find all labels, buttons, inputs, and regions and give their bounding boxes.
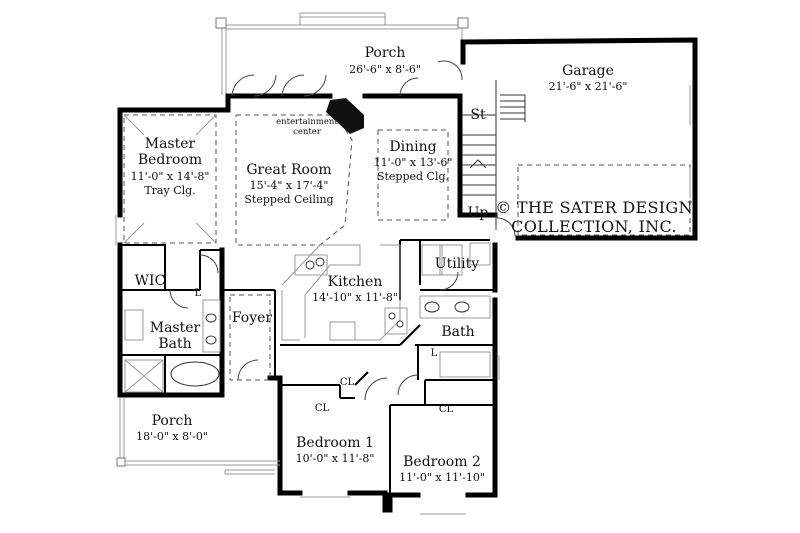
master-bath-label-2: Bath: [158, 336, 191, 352]
porch-top-dim: 26'-6" x 8'-6": [349, 63, 421, 76]
kitchen-dim: 14'-10" x 11'-8": [312, 291, 398, 304]
brand-line-2: COLLECTION, INC.: [511, 217, 677, 236]
bath-label: Bath: [441, 324, 474, 340]
master-bedroom-label-1: Master: [145, 136, 196, 152]
garage-label: Garage: [562, 63, 614, 79]
utility-label: Utility: [435, 256, 479, 272]
garage-dim: 21'-6" x 21'-6": [549, 80, 628, 93]
kitchen-label: Kitchen: [328, 274, 383, 290]
doors: [169, 60, 516, 401]
main-walls: [117, 93, 498, 513]
master-bedroom-label-2: Bedroom: [138, 152, 202, 168]
master-bedroom-dim: 11'-0" x 14'-8": [131, 170, 210, 183]
bath-linen: L: [431, 348, 438, 359]
top-porch-outline: [215, 12, 469, 95]
dining-label: Dining: [389, 139, 436, 155]
dining-note: Stepped Clg.: [377, 170, 449, 183]
great-room-label: Great Room: [246, 162, 331, 178]
great-room-note: Stepped Ceiling: [244, 193, 333, 206]
closet-label-bedroom1: CL: [315, 403, 330, 414]
bedroom1-label: Bedroom 1: [296, 435, 374, 451]
brand-line-1: © THE SATER DESIGN: [495, 198, 693, 217]
kitchen-counters: [281, 244, 408, 341]
entertainment-center: [326, 98, 364, 134]
bedroom2-label: Bedroom 2: [403, 454, 481, 470]
dining-dim: 11'-0" x 13'-6": [374, 156, 453, 169]
master-bedroom-note: Tray Clg.: [144, 184, 195, 197]
bedroom1-dim: 10'-0" x 11'-8": [296, 452, 375, 465]
porch-bottom-label: Porch: [152, 413, 193, 429]
porch-top-label: Porch: [365, 45, 406, 61]
foyer-label: Foyer: [232, 310, 273, 326]
stair-up-label: Up: [468, 205, 489, 221]
stairs: [462, 80, 497, 230]
great-room-dim: 15'-4" x 17'-4": [250, 179, 329, 192]
garage-walls: [460, 37, 698, 241]
stair-st-label: St: [470, 107, 486, 123]
closet-label-bedroom2: CL: [439, 404, 454, 415]
wic-label: WIC: [135, 273, 166, 289]
windows: [115, 215, 500, 515]
entertainment-label-2: center: [293, 127, 322, 137]
bedroom2-dim: 11'-0" x 11'-10": [399, 471, 485, 484]
porch-bottom-dim: 18'-0" x 8'-0": [136, 430, 208, 443]
closet-label-hall: CL: [340, 377, 355, 388]
fixtures: [124, 242, 491, 393]
master-bath-label-1: Master: [150, 320, 201, 336]
interior-walls: [120, 239, 495, 495]
master-bath-linen: L: [195, 288, 202, 299]
entertainment-label-1: entertainment: [276, 117, 338, 127]
bottom-porch-outline: [116, 398, 280, 475]
